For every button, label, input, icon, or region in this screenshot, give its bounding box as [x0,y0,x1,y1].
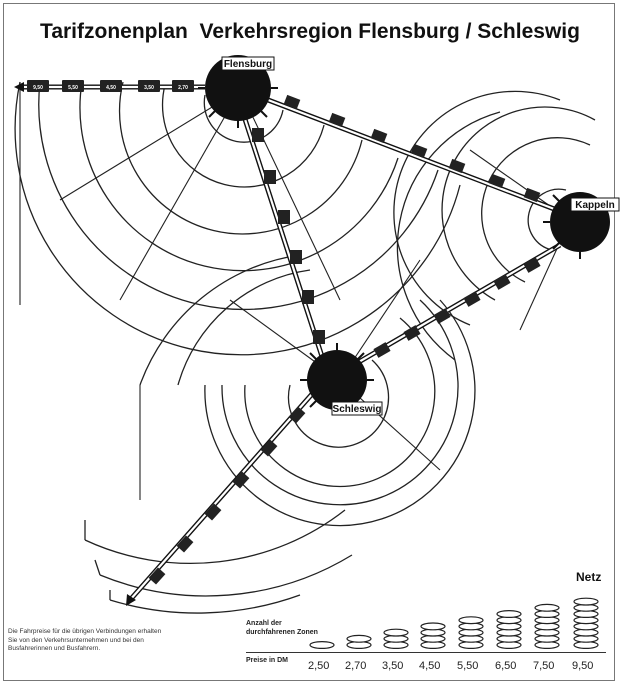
zone-ring-glyph [346,634,372,643]
footnote: Die Fahrpreise für die übrigen Verbindun… [8,628,162,653]
legend-price: 3,50 [382,660,404,672]
west-price-tag: 2,70 [178,85,188,91]
west-price-tag: 9,50 [33,85,43,91]
flensburg-zone-rings [14,81,461,356]
west-price-tag: 3,50 [144,85,154,91]
hub-label-kappeln: Kappeln [575,200,614,211]
page-frame [3,3,615,681]
legend-zone-glyphs [309,597,599,649]
legend-zone-stack [383,628,409,649]
zone-ring-glyph [309,640,335,649]
zone-ring-glyph [496,609,522,618]
hub-flensburg: Flensburg [198,55,278,128]
legend-price: 4,50 [419,660,441,672]
legend-zone-stack [346,634,372,649]
zone-ring-glyph [420,622,446,631]
legend-price: 7,50 [533,660,555,672]
legend-price: 5,50 [457,660,479,672]
hub-label-flensburg: Flensburg [224,59,272,70]
legend-price-label: Preise in DM [246,657,289,664]
rail-tag-markers [148,94,541,585]
legend-zone-stack [309,640,335,649]
legend-divider [246,652,606,653]
west-price-tag: 5,50 [68,85,78,91]
legend-price: 9,50 [572,660,594,672]
legend-zone-stack [420,622,446,649]
legend-price: 2,50 [308,660,330,672]
zone-ring-glyph [383,628,409,637]
hub-schleswig: Schleswig [300,343,383,416]
legend-zone-stack [573,597,599,649]
map-title: Tarifzonenplan Verkehrsregion Flensburg … [40,20,580,43]
west-rail-price-tags: 9,50 5,50 4,50 3,50 2,70 [27,80,194,92]
zone-ring-glyph [573,597,599,606]
west-arrow-icon [14,82,24,92]
south-arrow-icon [126,594,136,606]
legend-price: 6,50 [495,660,517,672]
west-price-tag: 4,50 [106,85,116,91]
rail-lines [14,82,571,606]
legend-zones-label: Anzahl der durchfahrenen Zonen [246,620,318,636]
hub-kappeln: Kappeln [543,192,620,259]
legend-zone-stack [458,616,484,649]
legend-price: 2,70 [345,660,367,672]
schleswig-zone-rings [139,254,476,527]
south-west-fan [84,509,353,614]
legend-netz-label: Netz [576,570,602,584]
legend-zone-stack [534,603,560,649]
zone-ring-glyph [534,603,560,612]
hub-label-schleswig: Schleswig [333,404,382,415]
zone-ring-glyph [458,616,484,625]
legend-zone-stack [496,609,522,649]
